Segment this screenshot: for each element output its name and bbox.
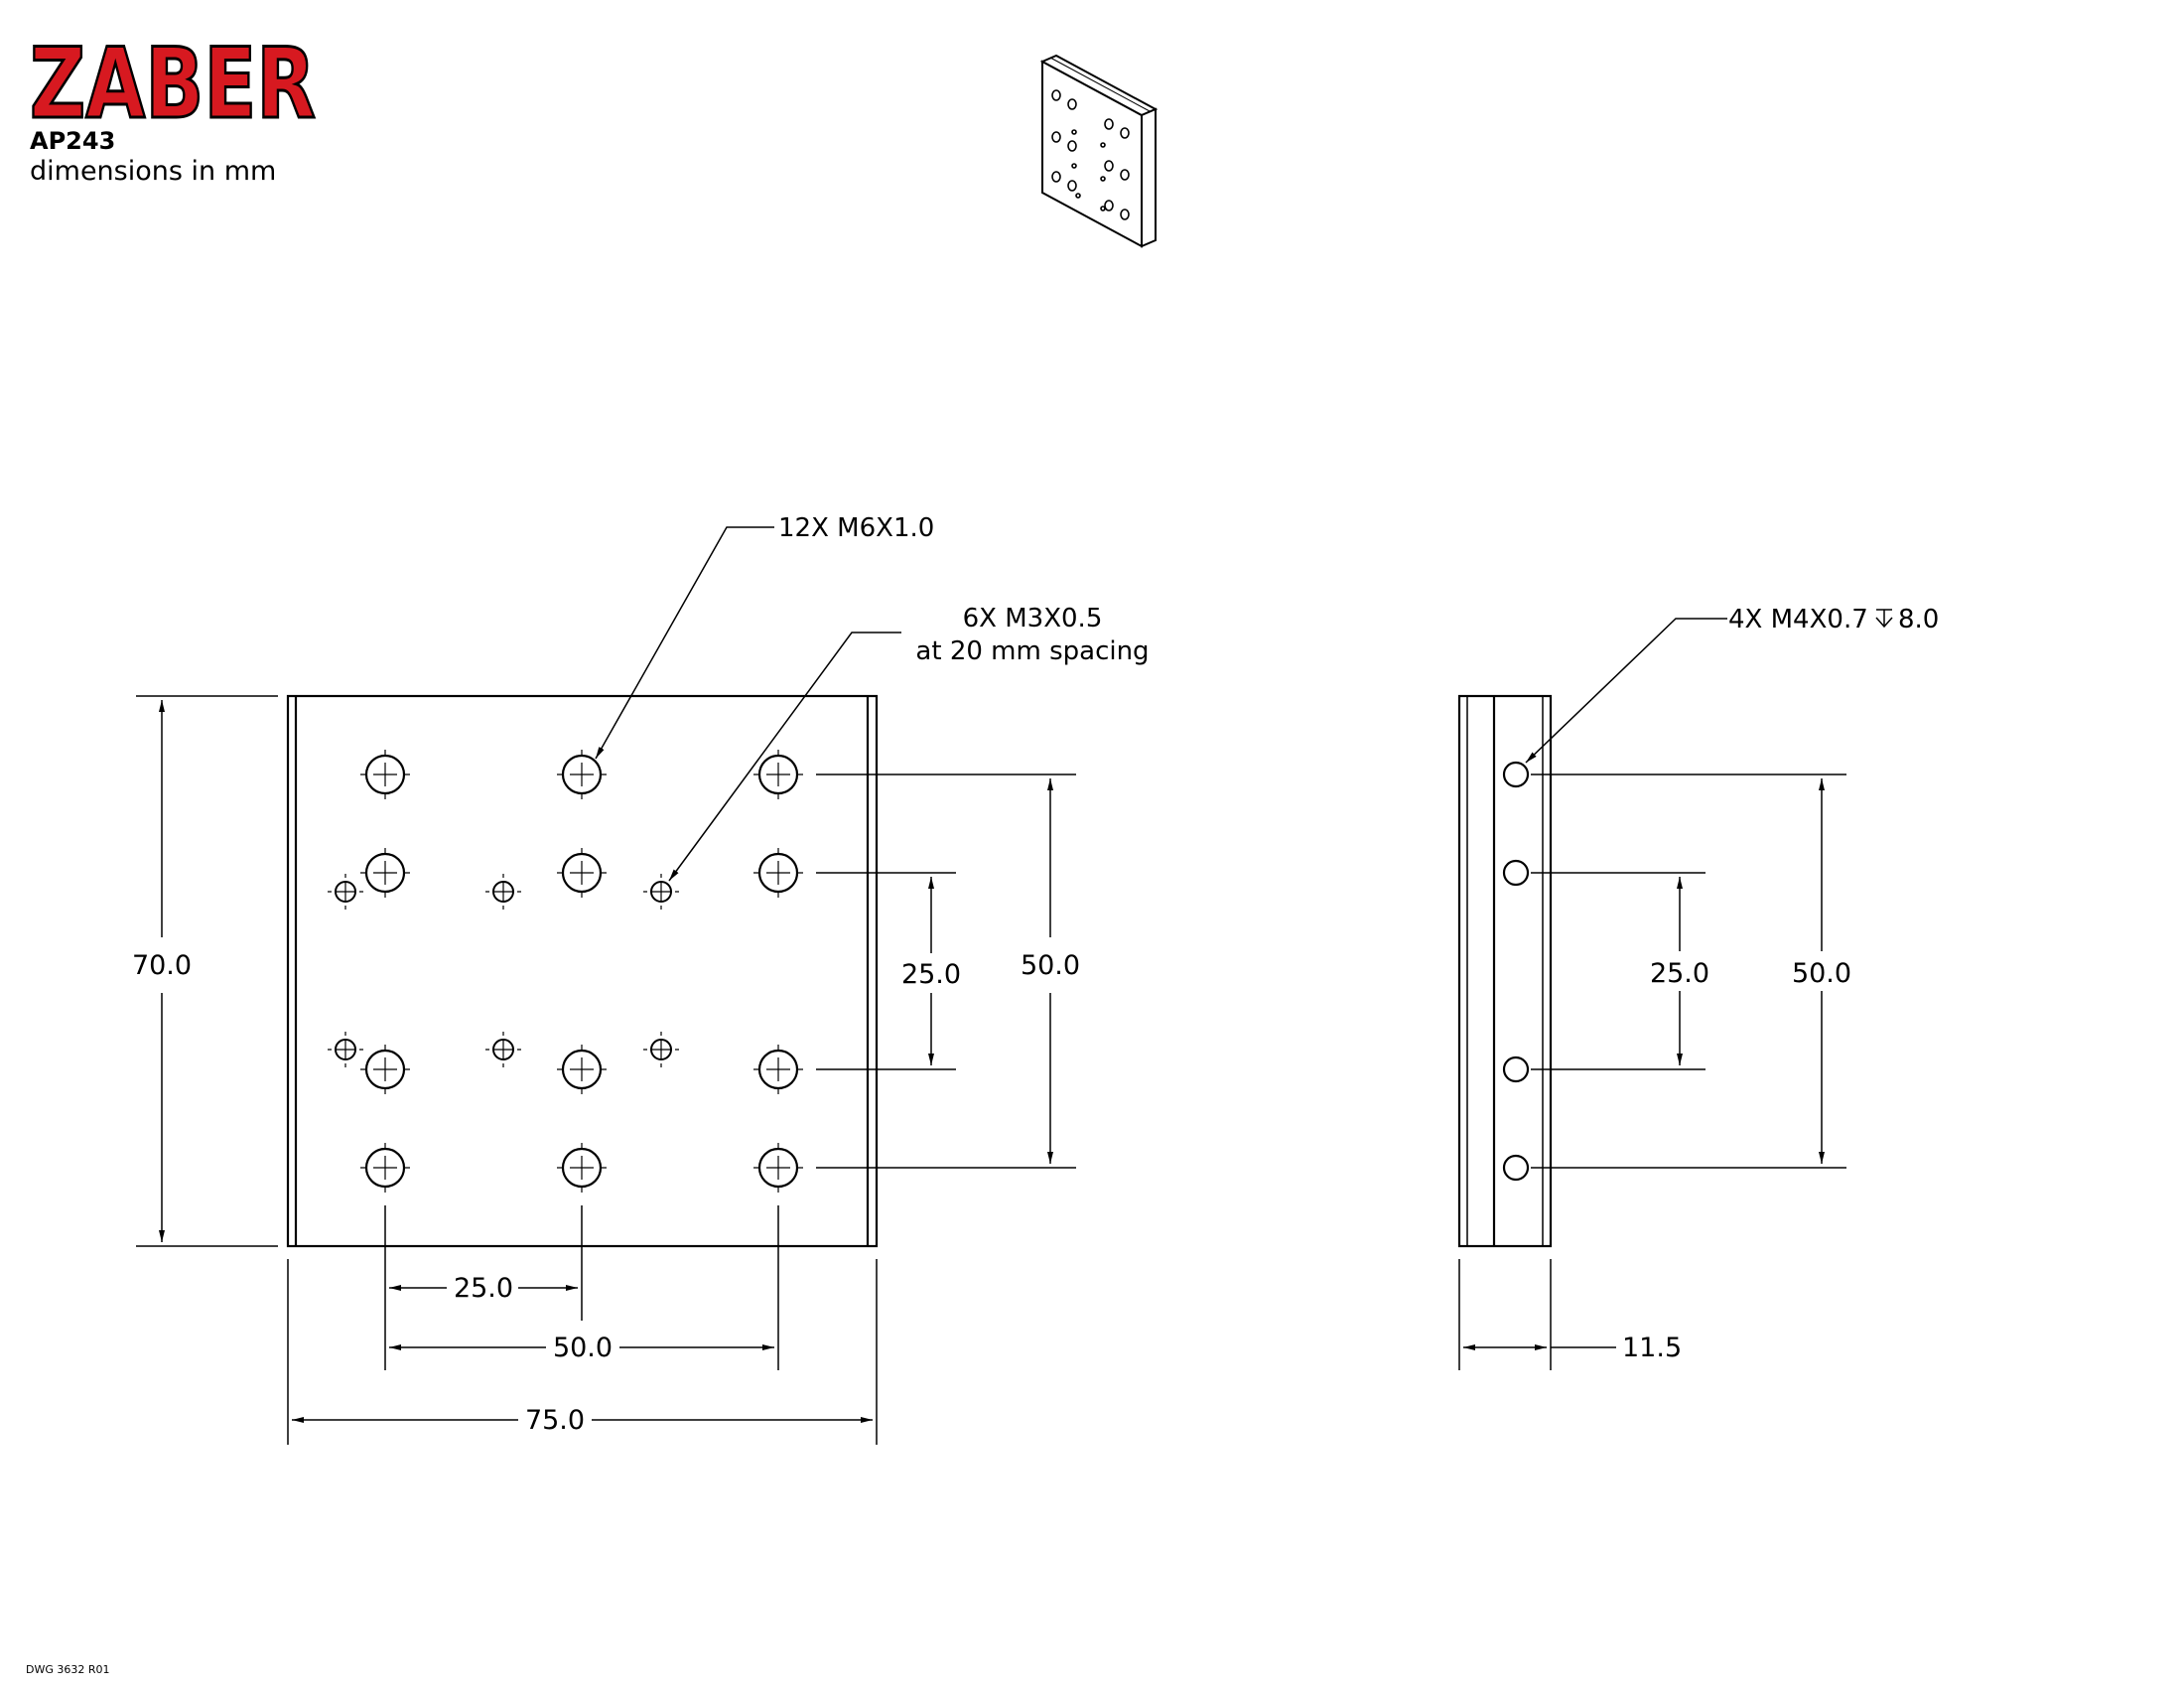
m6-hole (360, 848, 410, 898)
m6-hole (360, 1045, 410, 1094)
m6-callout-label: 12X M6X1.0 (778, 513, 934, 543)
part-number: AP243 (30, 127, 116, 155)
dimension-side-v50-label: 50.0 (1792, 958, 1851, 989)
m3-callout-label-line2: at 20 mm spacing (915, 636, 1149, 666)
dimension-height-label: 70.0 (132, 950, 192, 981)
m6-hole (360, 1143, 410, 1193)
m4-callout (1525, 609, 1893, 764)
m3-hole (643, 1032, 679, 1067)
m6-hole (557, 1143, 607, 1193)
zaber-logo: ZABER (29, 27, 318, 143)
m4-hole (1502, 1055, 1530, 1083)
m6-hole (360, 750, 410, 799)
m6-hole (753, 750, 803, 799)
m6-hole (753, 1143, 803, 1193)
m4-hole (1502, 761, 1530, 788)
m3-hole (485, 1032, 521, 1067)
m4-hole-pattern (1502, 761, 1530, 1182)
dimension-thickness-label: 11.5 (1622, 1333, 1682, 1363)
isometric-view (1039, 54, 1159, 248)
m3-hole (328, 874, 363, 910)
dimension-front-horizontal (287, 1205, 878, 1445)
m3-hole-pattern (328, 874, 679, 1067)
m4-depth-label: 8.0 (1898, 605, 1939, 634)
m4-hole (1502, 1154, 1530, 1182)
m4-hole (1502, 859, 1530, 887)
dimension-thickness (1458, 1259, 1616, 1370)
dimension-front-v50-label: 50.0 (1021, 950, 1080, 981)
front-view: 12X M6X1.0 6X M3X0.5 at 20 mm spacing 70… (132, 513, 1150, 1445)
m6-hole (557, 848, 607, 898)
m6-callout (595, 526, 774, 760)
m6-hole (753, 1045, 803, 1094)
dimension-front-width-label: 75.0 (525, 1405, 585, 1436)
m6-hole (557, 750, 607, 799)
m3-hole (485, 874, 521, 910)
m6-hole (753, 848, 803, 898)
m6-hole (557, 1045, 607, 1094)
dimension-front-h50-label: 50.0 (553, 1333, 613, 1363)
svg-text:ZABER: ZABER (30, 28, 316, 141)
m3-hole (328, 1032, 363, 1067)
m3-callout (668, 632, 901, 882)
dimension-side-vertical (1531, 774, 1846, 1169)
drawing-number: DWG 3632 R01 (26, 1663, 110, 1676)
m3-hole (643, 874, 679, 910)
side-view: 4X M4X0.7 8.0 25.0 50.0 11.5 (1457, 605, 1939, 1370)
m6-hole-pattern (360, 750, 803, 1193)
m4-callout-label: 4X M4X0.7 (1728, 605, 1868, 634)
m3-callout-label-line1: 6X M3X0.5 (963, 604, 1103, 633)
dimension-front-v25-label: 25.0 (901, 959, 961, 990)
dimension-height (136, 695, 278, 1247)
drawing-header: AP243 dimensions in mm (30, 127, 276, 189)
side-plate-outline (1457, 694, 1553, 1248)
dimension-front-vertical (816, 774, 1076, 1169)
units-note: dimensions in mm (30, 156, 277, 187)
dimension-side-v25-label: 25.0 (1650, 958, 1709, 989)
dimension-front-h25-label: 25.0 (454, 1273, 513, 1304)
